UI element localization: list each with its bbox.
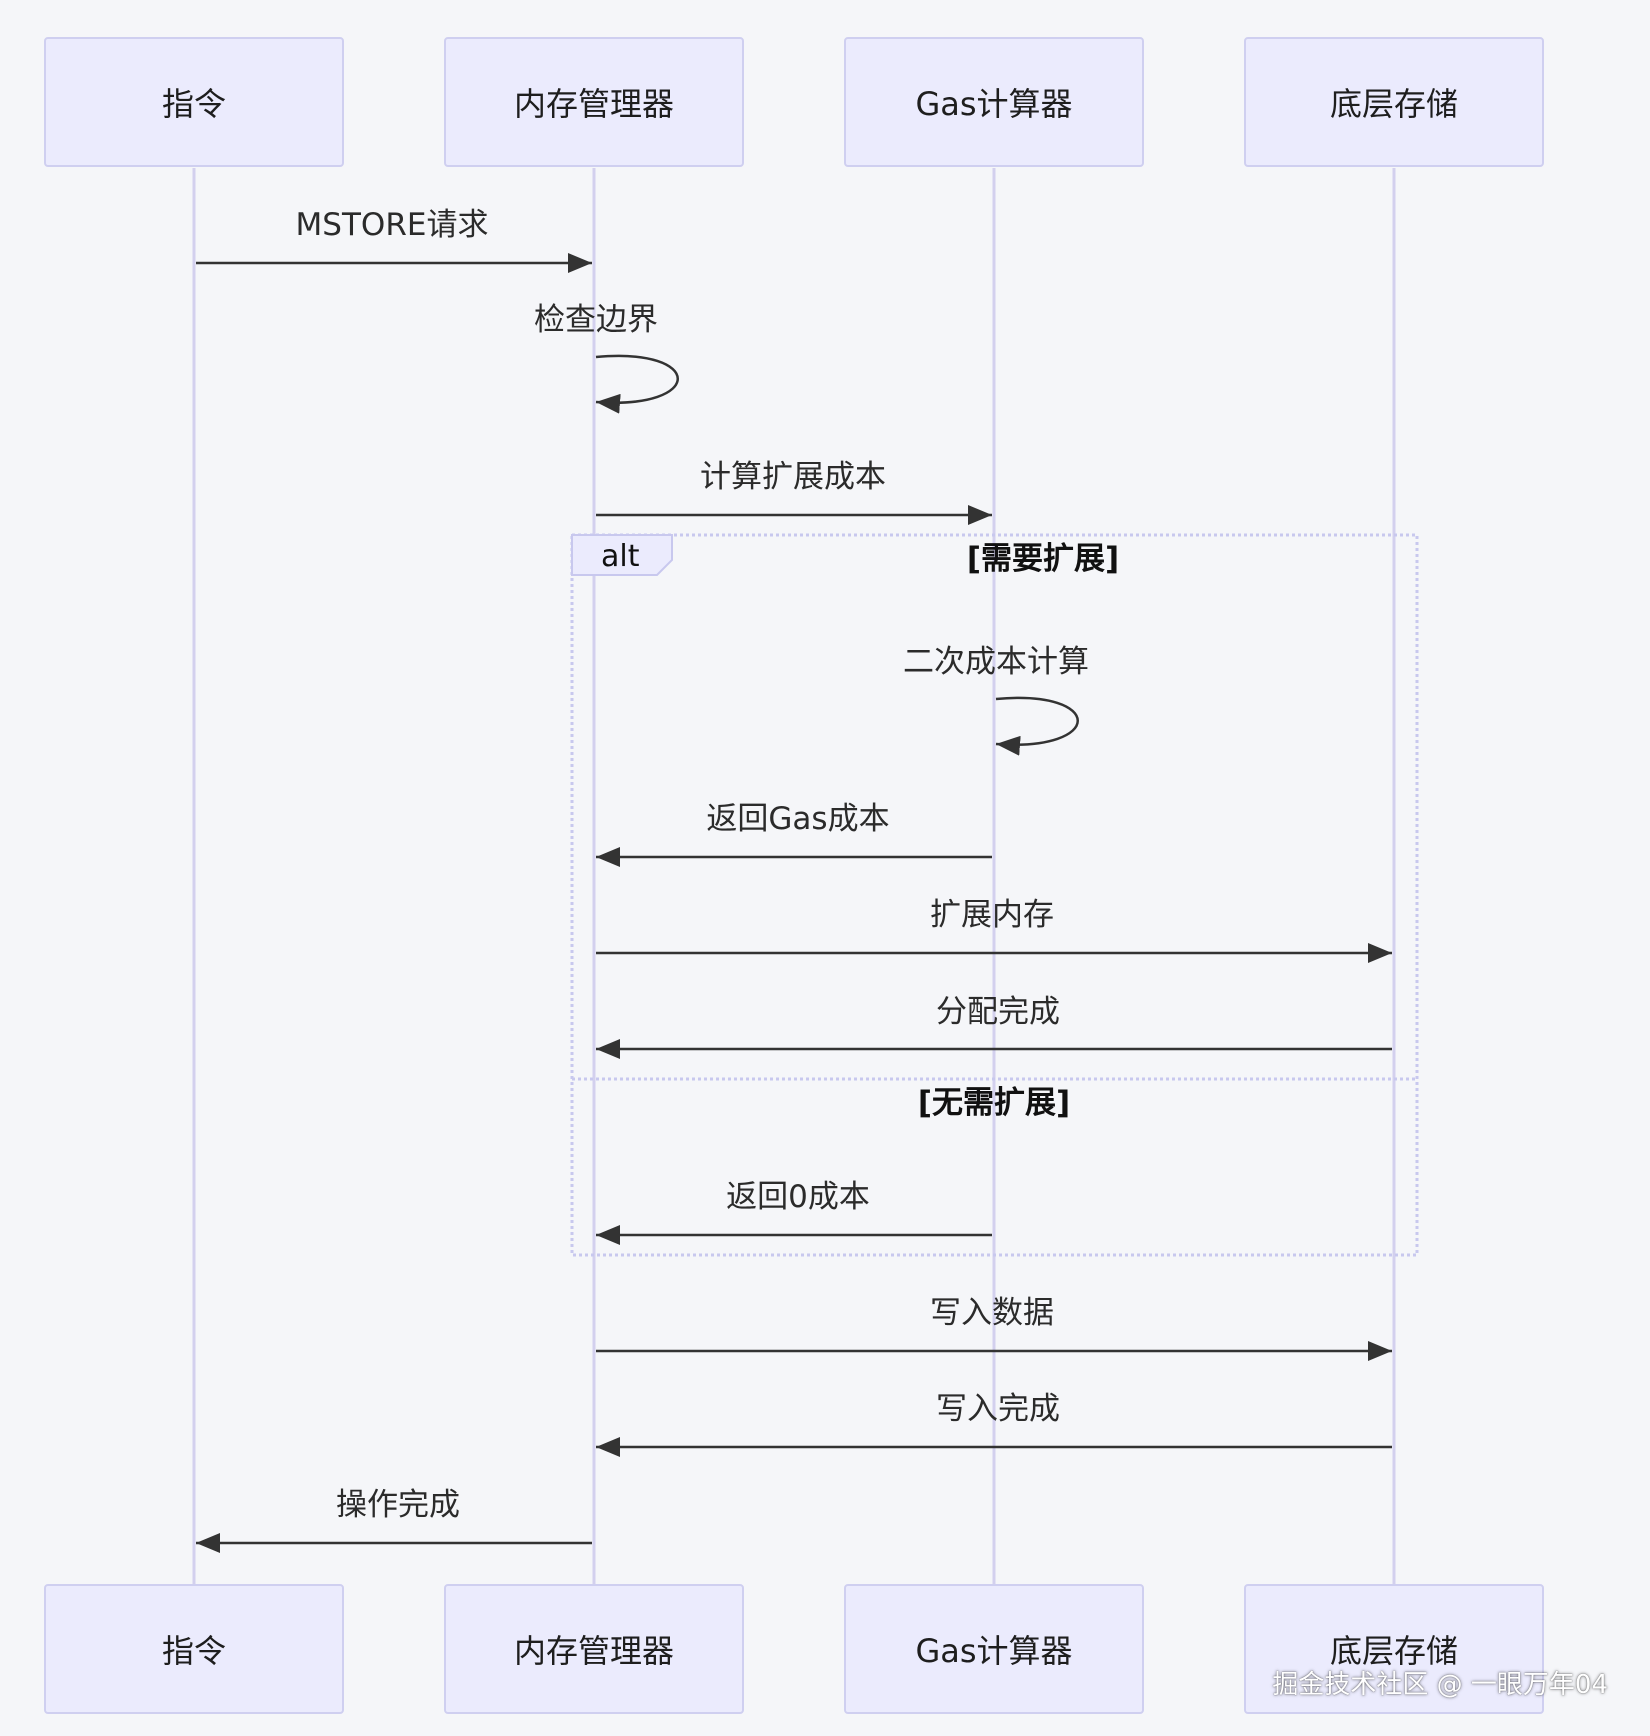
message-label: 操作完成 xyxy=(336,1487,460,1523)
actor-memory-manager-top: 内存管理器 xyxy=(444,37,744,167)
actor-label: Gas计算器 xyxy=(915,85,1073,123)
alt-tag-box xyxy=(571,534,673,576)
alt-condition-label: [需要扩展] xyxy=(966,541,1120,577)
message-label: 扩展内存 xyxy=(930,897,1054,933)
alt-tag-label: alt xyxy=(601,539,640,574)
message-label: 计算扩展成本 xyxy=(700,459,886,495)
actor-storage-bottom: 底层存储 xyxy=(1244,1584,1544,1714)
actor-label: 底层存储 xyxy=(1329,1632,1458,1670)
alt-condition-label: [无需扩展] xyxy=(917,1085,1071,1121)
actor-label: 内存管理器 xyxy=(513,1632,674,1670)
actor-instruction-bottom: 指令 xyxy=(44,1584,344,1714)
actor-memory-manager-bottom: 内存管理器 xyxy=(444,1584,744,1714)
actor-label: 内存管理器 xyxy=(513,85,674,123)
message-label: 检查边界 xyxy=(534,302,658,338)
actor-instruction-top: 指令 xyxy=(44,37,344,167)
arrow-quadratic-cost xyxy=(995,696,1079,756)
message-label: 写入完成 xyxy=(936,1391,1060,1427)
message-label: 二次成本计算 xyxy=(903,644,1089,680)
message-label: 返回Gas成本 xyxy=(706,801,890,837)
message-label: 写入数据 xyxy=(930,1295,1054,1331)
watermark: 掘金技术社区 @ 一眼万年04 xyxy=(1272,1670,1608,1700)
actor-label: 底层存储 xyxy=(1329,85,1458,123)
actor-label: Gas计算器 xyxy=(915,1632,1073,1670)
actor-storage-top: 底层存储 xyxy=(1244,37,1544,167)
actor-gas-calculator-top: Gas计算器 xyxy=(844,37,1144,167)
message-label: 分配完成 xyxy=(936,994,1060,1030)
alt-frame-border xyxy=(570,533,1419,1257)
alt-frame xyxy=(570,533,1419,1257)
message-label: 返回0成本 xyxy=(726,1179,870,1215)
message-arrows xyxy=(196,253,1392,1553)
actor-label: 指令 xyxy=(161,1632,226,1670)
actor-label: 指令 xyxy=(161,85,226,123)
arrow-check-bounds xyxy=(595,354,679,414)
lifelines xyxy=(192,168,1396,1584)
message-label: MSTORE请求 xyxy=(295,207,489,243)
actor-gas-calculator-bottom: Gas计算器 xyxy=(844,1584,1144,1714)
